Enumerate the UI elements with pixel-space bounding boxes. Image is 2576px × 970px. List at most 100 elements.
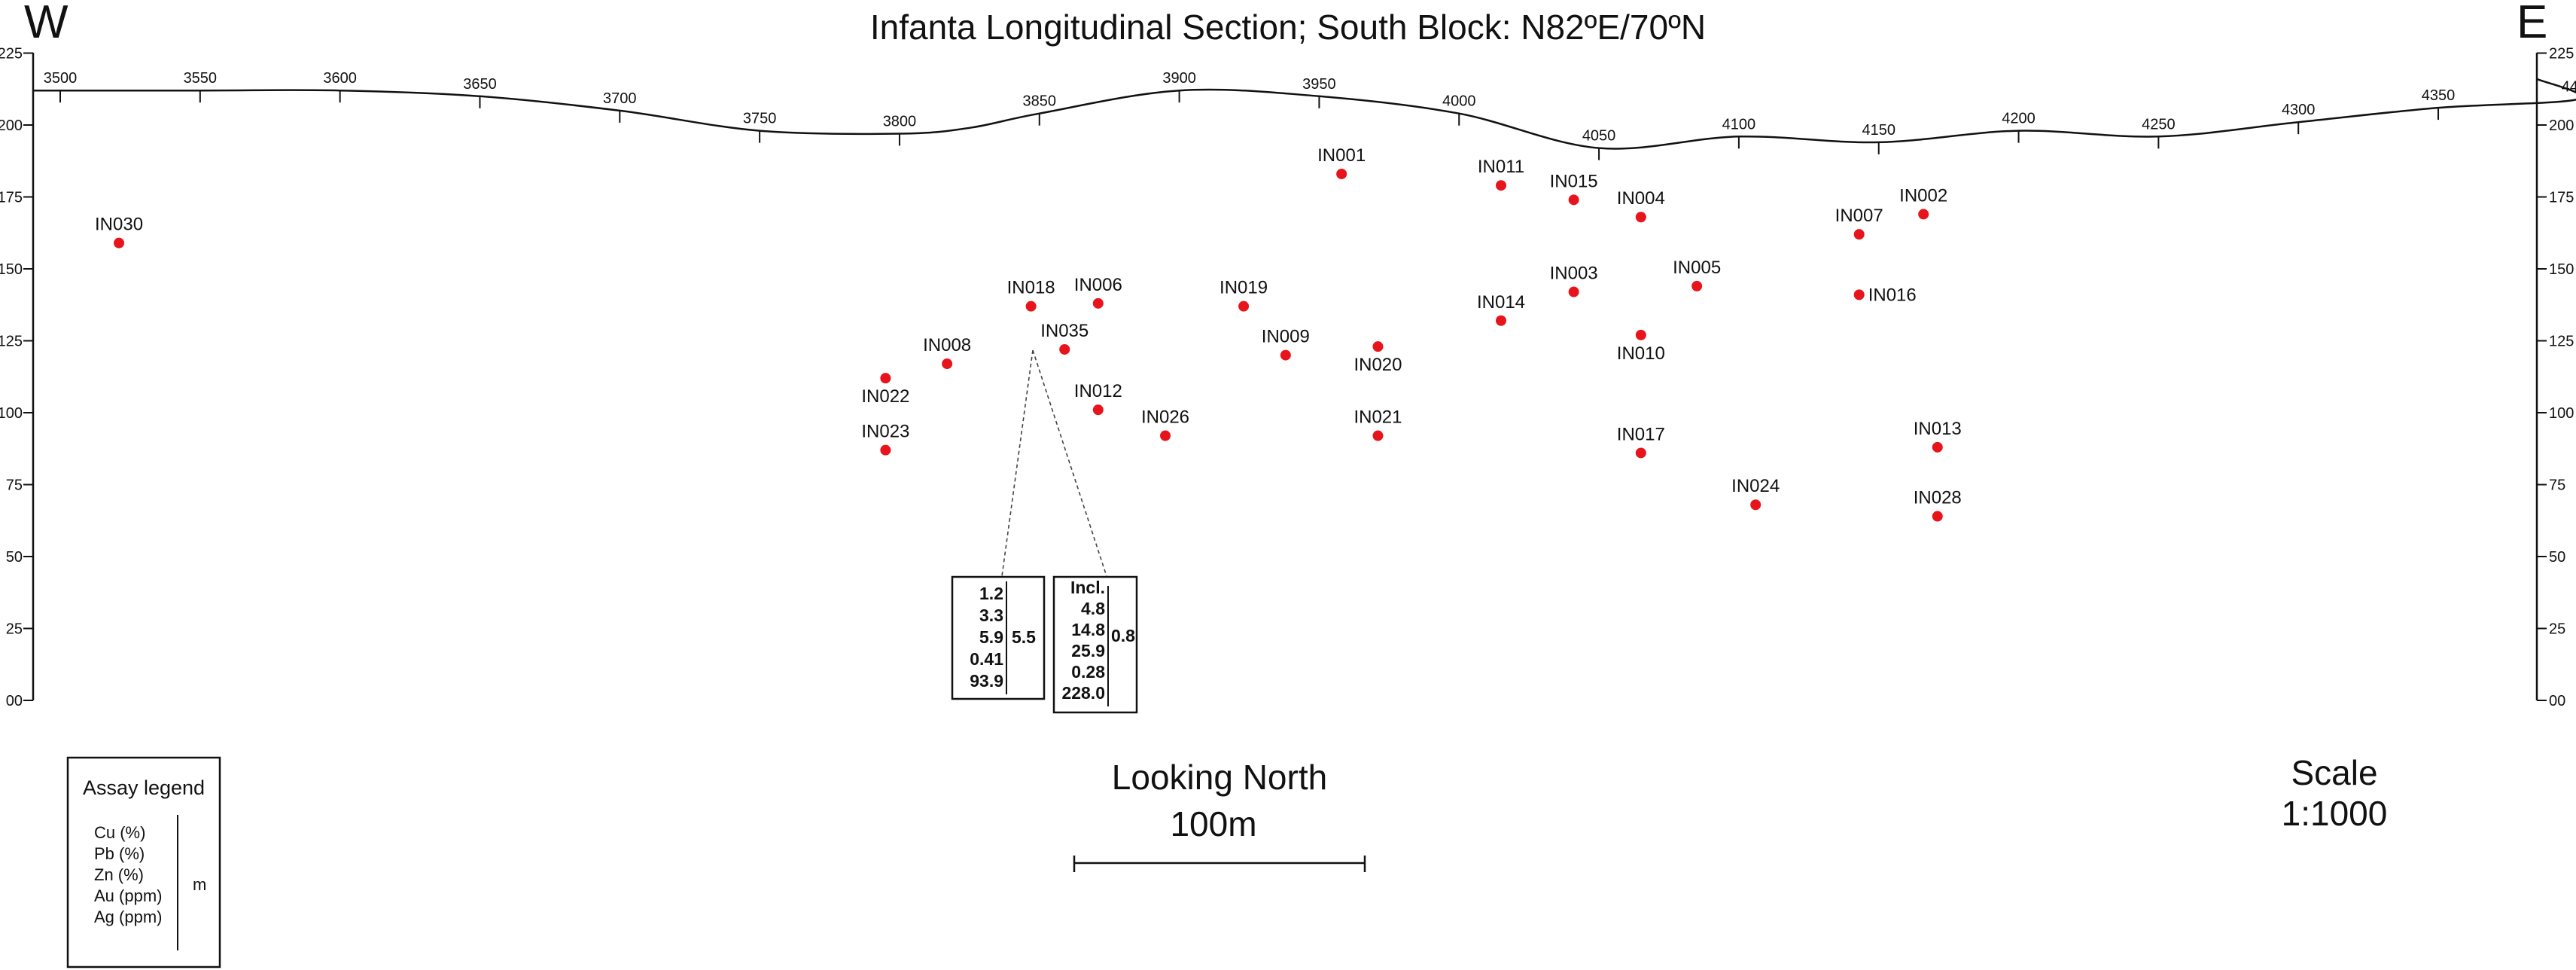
drill-hole-label: IN026: [1141, 407, 1189, 428]
drill-hole-label: IN005: [1673, 258, 1721, 278]
drill-hole-label: IN021: [1353, 407, 1402, 428]
drill-hole-label: IN011: [1478, 157, 1524, 177]
elevation-tick-label: 150: [2549, 261, 2574, 278]
elevation-tick-label: 00: [2549, 693, 2565, 709]
drill-hole-point: [1336, 168, 1347, 179]
drill-hole-in013: IN013: [1914, 419, 1962, 453]
assay-leader-line-1: [1001, 349, 1034, 577]
assay-value: 3.3: [979, 605, 1003, 625]
drill-hole-label: IN015: [1550, 171, 1598, 191]
topographic-surface-line: [33, 78, 2576, 150]
assay-value: 5.9: [979, 627, 1003, 647]
drill-hole-in007: IN007: [1835, 206, 1883, 240]
elevation-tick-label: 75: [6, 477, 23, 494]
drill-hole-in014: IN014: [1477, 292, 1525, 326]
assay-legend-item: Pb (%): [94, 844, 145, 863]
elevation-tick-label: 00: [6, 693, 23, 709]
assay-value: 0.28: [1071, 662, 1105, 682]
elevation-tick-label: 50: [2549, 549, 2565, 566]
assay-box-2: Incl. 4.8 14.8 25.9 0.28 228.0 0.8: [1052, 575, 1138, 714]
drill-hole-point: [1568, 194, 1579, 206]
drill-hole-in024: IN024: [1731, 476, 1780, 511]
drill-hole-in009: IN009: [1262, 327, 1310, 361]
assay-value: 93.9: [970, 671, 1003, 691]
easting-tick-label: 3950: [1302, 76, 1336, 93]
drill-hole-point: [1918, 209, 1929, 220]
scale-label: Scale: [2291, 753, 2377, 792]
easting-tick-label: 3850: [1023, 93, 1057, 110]
drill-hole-label: IN030: [95, 215, 143, 235]
drill-hole-label: IN023: [861, 422, 909, 442]
elevation-tick-label: 75: [2549, 477, 2565, 494]
drill-hole-in011: IN011: [1478, 157, 1524, 191]
assay-value: 25.9: [1071, 641, 1105, 660]
drill-hole-point: [1495, 180, 1506, 191]
drill-hole-in023: IN023: [861, 422, 909, 456]
drill-hole-in012: IN012: [1074, 381, 1122, 416]
drill-hole-in028: IN028: [1914, 488, 1962, 522]
assay-legend: Assay legend Cu (%) Pb (%) Zn (%) Au (pp…: [66, 756, 221, 968]
drill-hole-point: [1853, 289, 1865, 300]
assay-box-2-frame: [1052, 575, 1138, 714]
elevation-tick-label: 150: [0, 261, 23, 278]
drill-hole-point: [1092, 297, 1104, 309]
assay-value: 0.41: [970, 649, 1003, 669]
easting-tick-label: 3700: [603, 90, 637, 107]
assay-legend-item: Ag (ppm): [94, 907, 162, 926]
drill-hole-point: [1059, 343, 1070, 355]
drill-hole-in008: IN008: [923, 335, 971, 370]
drill-hole-point: [1025, 300, 1037, 312]
easting-tick-label: 3800: [883, 113, 917, 130]
drill-hole-in020: IN020: [1353, 341, 1402, 375]
scale-ratio: 1:1000: [2282, 794, 2388, 833]
drill-hole-label: IN003: [1550, 264, 1598, 284]
drill-hole-label: IN004: [1617, 188, 1665, 209]
assay-include-label: Incl.: [1070, 578, 1105, 597]
drill-hole-point: [1160, 430, 1171, 441]
drill-hole-in026: IN026: [1141, 407, 1189, 441]
drill-hole-in001: IN001: [1317, 145, 1366, 179]
drill-hole-in018: IN018: [1007, 278, 1055, 312]
drill-hole-label: IN024: [1731, 476, 1780, 496]
easting-tick-label: 4050: [1582, 128, 1616, 145]
assay-leader-line-2: [1032, 349, 1107, 577]
drill-hole-point: [880, 444, 891, 456]
easting-tick-label: 4150: [1862, 122, 1895, 139]
assay-length: 5.5: [1012, 627, 1036, 647]
assay-legend-item: Cu (%): [94, 823, 145, 842]
elevation-tick-label: 25: [2549, 621, 2565, 638]
drill-hole-point: [1691, 280, 1703, 291]
drill-hole-label: IN009: [1262, 327, 1310, 347]
drill-hole-point: [880, 373, 891, 384]
drill-hole-label: IN020: [1353, 355, 1402, 375]
drill-hole-label: IN019: [1219, 278, 1268, 298]
elevation-tick-label: 100: [2549, 405, 2574, 422]
easting-tick-label: 3750: [743, 111, 777, 127]
drill-hole-point: [1092, 404, 1104, 416]
scale-bar: [1073, 856, 1366, 872]
elevation-tick-label: 125: [2549, 334, 2574, 350]
drill-hole-label: IN001: [1317, 145, 1366, 166]
easting-tick-label: 3500: [44, 70, 78, 87]
assay-length: 0.8: [1111, 626, 1135, 645]
easting-tick-label: 4100: [1722, 116, 1756, 133]
drill-hole-point: [1635, 329, 1646, 340]
assay-legend-item: Zn (%): [94, 865, 144, 884]
easting-tick-label: 3550: [184, 70, 218, 87]
assay-legend-unit: m: [193, 875, 206, 894]
drill-hole-in030: IN030: [95, 215, 143, 249]
assay-box-1: 1.2 3.3 5.9 0.41 93.9 5.5: [951, 575, 1046, 700]
drill-hole-in004: IN004: [1617, 188, 1665, 223]
drill-hole-label: IN006: [1074, 275, 1122, 295]
easting-tick-label: 3650: [463, 76, 497, 93]
drill-hole-in015: IN015: [1550, 171, 1598, 206]
drill-hole-point: [1280, 349, 1291, 361]
drill-hole-point: [1372, 341, 1384, 352]
easting-tick-label: 3600: [323, 70, 357, 87]
drill-hole-label: IN014: [1477, 292, 1525, 313]
drill-hole-point: [1853, 229, 1865, 240]
